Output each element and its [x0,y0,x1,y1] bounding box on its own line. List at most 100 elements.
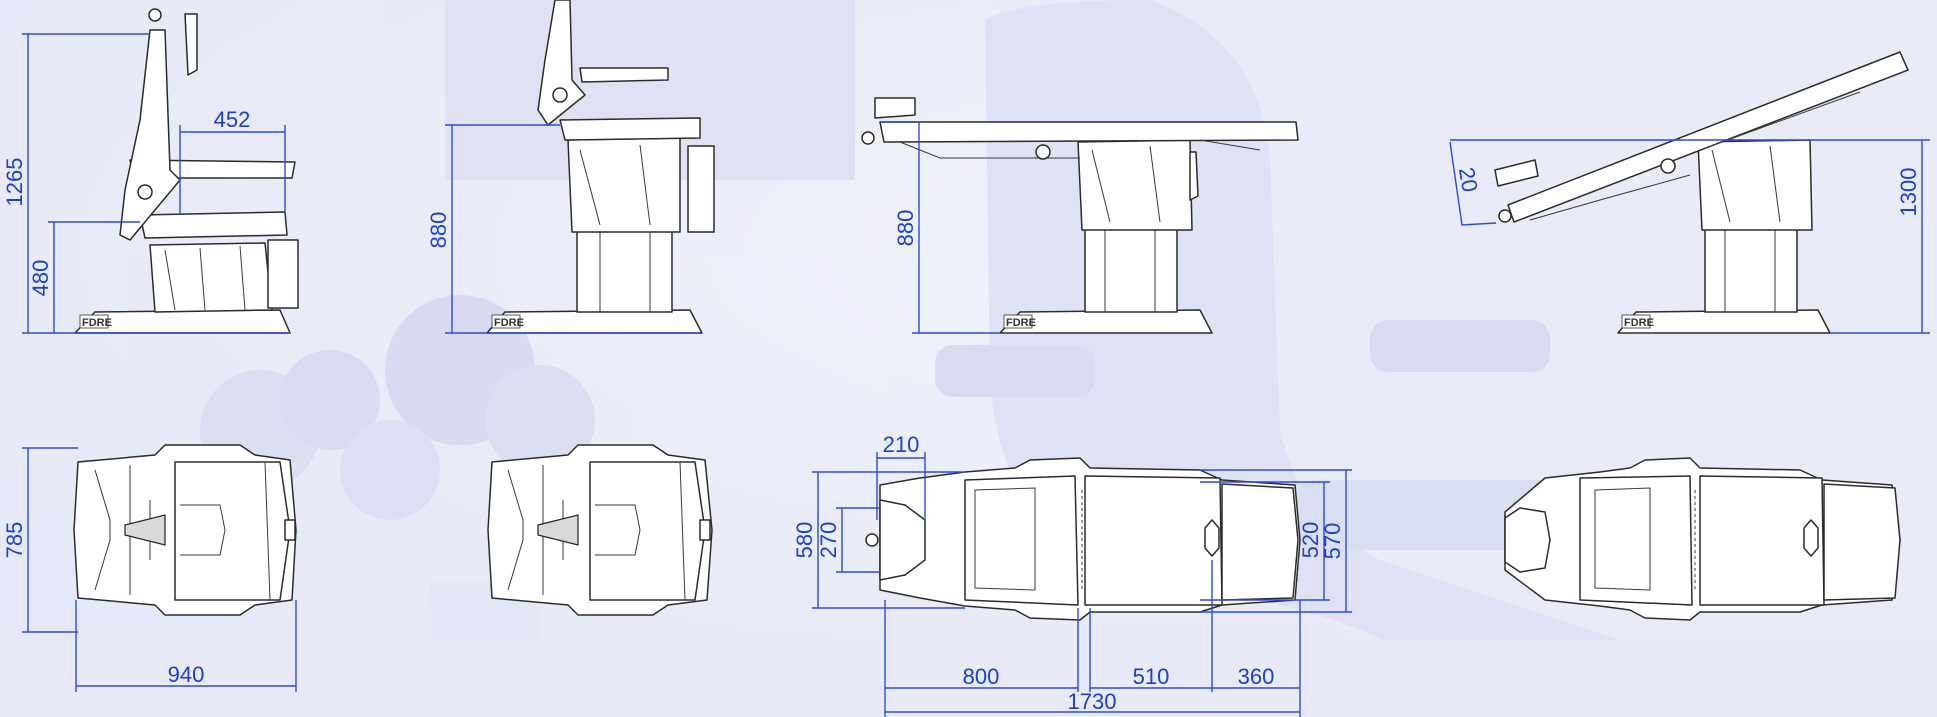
tilted-surface [1507,51,1909,223]
side-tab [699,519,711,541]
seat-top [1579,475,1693,606]
dim-line-height [880,121,1000,334]
dim-line-seat-height [445,124,700,334]
dim-line-extensions [884,560,1301,717]
head-knob [1498,209,1512,223]
armrest [579,67,669,83]
top-view-flat [865,457,1301,621]
pivot [1660,158,1676,174]
side-tab [284,519,296,541]
dim-arm-width: 570 [1320,523,1345,560]
dim-leg-length: 360 [1238,664,1275,689]
column-upper [1697,139,1813,231]
seat-top [174,461,291,601]
column-upper [1077,139,1193,231]
dim-total-length: 1730 [1068,689,1117,714]
pivot [137,184,153,200]
dims-top-upright: 785 940 [2,447,297,692]
backrest [119,29,181,241]
hinge [124,514,166,546]
dim-headrest-length: 210 [883,432,920,457]
side-box [687,145,715,233]
side-view-flat: FDRE [861,97,1299,334]
top-view-upright [73,444,297,616]
logo-text: FDRE [1006,317,1036,329]
hinge [537,514,579,546]
logo-text: FDRE [494,317,524,329]
headrest [184,13,198,76]
logo-text: FDRE [82,317,112,329]
dim-seat-length: 800 [963,664,1000,689]
seat-top [964,475,1079,606]
column-lower [1084,227,1178,313]
dim-line-seat-depth [179,125,286,215]
dim-line-arm-width [1200,469,1352,613]
mid-top [1699,475,1825,606]
headrest-knob [148,8,162,22]
side-view-tilted: FDRE [1494,51,1909,334]
leg-top [1221,483,1299,601]
headrest [874,97,916,119]
dim-line-total-height [22,33,290,334]
dim-line-height [1450,139,1930,334]
dim-line-head-width [812,471,965,609]
dim-length: 940 [168,662,205,687]
headrest-top [1504,507,1551,573]
logo-text: FDRE [1624,317,1654,329]
mid-top [1084,475,1223,606]
dim-line-seat-height [48,221,140,333]
dim-line-angle [1449,141,1497,226]
headrest-top [879,499,926,581]
top-view-upright-2 [487,444,713,616]
dims-top-flat: 210 270 580 520 570 800 510 360 1730 [792,432,1352,717]
dim-headrest-width: 270 [816,522,841,559]
logo-badge: FDRE [79,314,112,329]
center-knob [1204,519,1220,557]
top-view-tilted [1504,457,1901,621]
logo-badge: FDRE [1621,314,1654,329]
column-lower [1704,227,1798,313]
dim-line-width [22,447,78,633]
dim-seat-width: 520 [1298,522,1323,559]
dims-flat: 880 [880,121,1000,334]
dim-seat-height: 480 [28,260,53,297]
column-upper [567,137,681,233]
side-box [267,239,299,309]
side-view-upright: FDRE [74,8,299,334]
leg-top [1823,483,1901,601]
backrest [537,0,586,126]
pivot [552,87,568,103]
dims-raised: 880 [426,124,700,334]
dim-line-seat-width [1200,481,1330,601]
center-knob [1803,519,1819,557]
dims-tilted: 1300 20 [1449,139,1930,334]
dim-total-height: 1265 [2,158,27,207]
dim-line-length [75,600,297,692]
dim-seat-depth: 452 [214,107,251,132]
dim-head-width: 580 [792,522,817,559]
logo-badge: FDRE [1003,314,1036,329]
dim-height: 1300 [1896,168,1921,217]
seat [139,211,288,239]
column [149,242,273,313]
dims-upright: 1265 480 452 [2,33,290,334]
seat-top [589,461,706,601]
dim-seat-height: 880 [426,212,451,249]
head-knob [861,131,875,145]
dim-line-headrest-width [836,507,880,573]
dim-height: 880 [893,210,918,247]
dim-angle: 20 [1454,165,1483,193]
flat-surface [879,121,1299,143]
head-knob [865,533,879,547]
logo-badge: FDRE [491,314,524,329]
side-view-raised: FDRE [486,0,715,334]
side-box [1189,151,1199,201]
headrest [1494,159,1539,187]
pivot [1035,144,1051,160]
dim-mid-length: 510 [1133,664,1170,689]
column-lower [576,229,673,313]
dim-width: 785 [2,522,27,559]
seat [559,117,701,141]
